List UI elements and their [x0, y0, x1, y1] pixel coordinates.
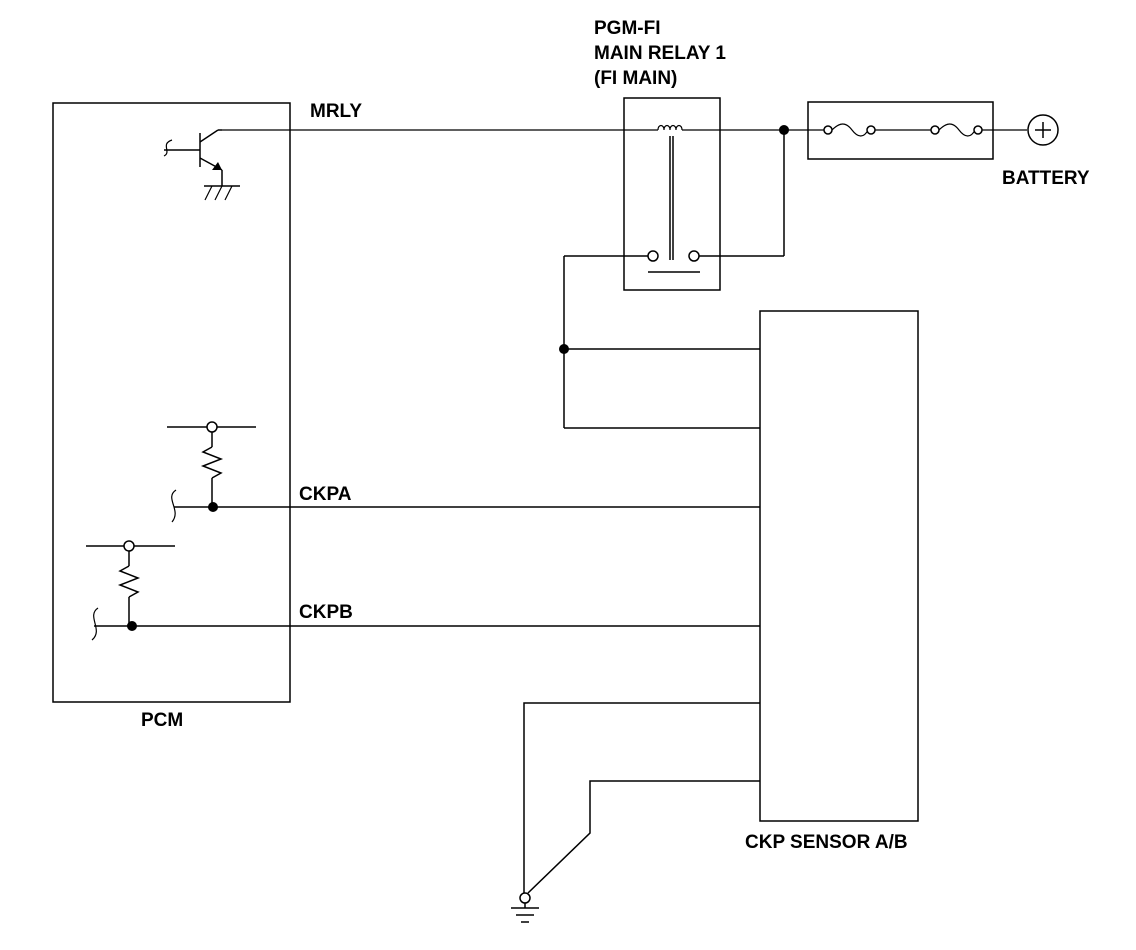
- relay-title-line2: MAIN RELAY 1: [594, 43, 726, 64]
- relay-title-line3: (FI MAIN): [594, 68, 677, 89]
- fuse-icon: [930, 123, 1027, 137]
- ground-icon: [511, 892, 539, 923]
- ckpb-pullup-resistor-icon: [86, 540, 175, 641]
- ground-wire: [523, 702, 760, 893]
- ckp-sensor-box: [759, 310, 919, 822]
- break-mark-icon: [163, 139, 173, 157]
- transistor-icon: [163, 129, 240, 201]
- relay-switch-icon: [564, 250, 784, 273]
- ckp-sensor-label: CKP SENSOR A/B: [745, 832, 908, 853]
- mrly-label: MRLY: [310, 101, 362, 122]
- relay-coil-icon: [657, 124, 784, 260]
- pcm-box: [52, 102, 291, 703]
- ground-wire: [527, 780, 760, 894]
- ckpa-label: CKPA: [299, 484, 352, 505]
- ckpa-pullup-resistor-icon: [167, 421, 256, 523]
- battery-positive-icon: [1027, 114, 1059, 146]
- emitter-arrow-icon: [212, 162, 222, 170]
- relay-title-line1: PGM-FI: [594, 18, 661, 39]
- ckpb-label: CKPB: [299, 602, 353, 623]
- pcm-label: PCM: [141, 710, 183, 731]
- break-mark-icon: [171, 489, 177, 523]
- battery-label: BATTERY: [1002, 168, 1090, 189]
- relay-box: [623, 97, 721, 291]
- break-mark-icon: [91, 607, 99, 641]
- fuse-icon: [808, 123, 931, 137]
